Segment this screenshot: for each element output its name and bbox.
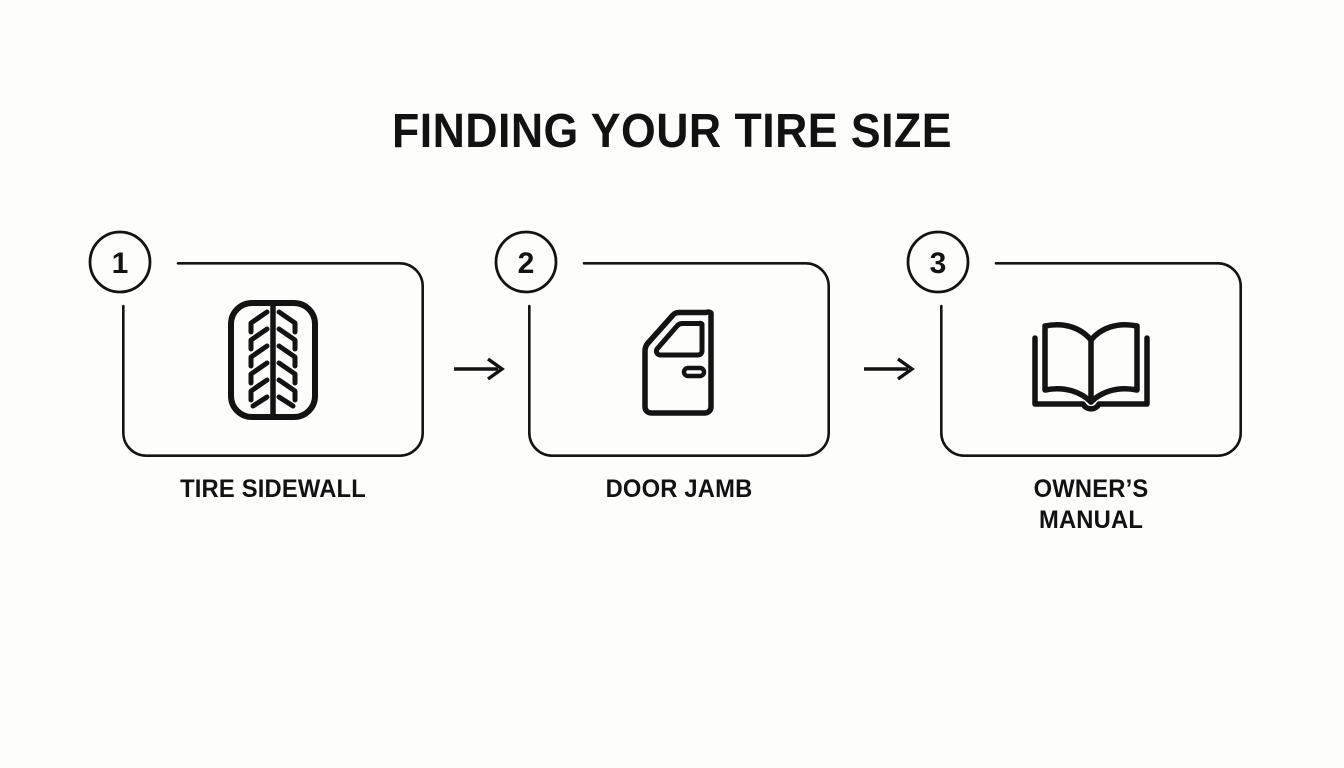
tire-icon xyxy=(228,299,318,420)
connector-arrow-2 xyxy=(862,355,920,383)
card-outline-2 xyxy=(528,261,830,458)
step-number-badge-1: 1 xyxy=(87,229,153,295)
step-number-1: 1 xyxy=(112,247,129,280)
step-label-3: OWNER’S MANUAL xyxy=(948,474,1235,535)
icon-area-1 xyxy=(122,262,424,457)
card-frame-3: 3 xyxy=(906,230,1242,458)
card-frame-2: 2 xyxy=(494,230,830,458)
icon-area-3 xyxy=(940,262,1242,457)
page-title: FINDING YOUR TIRE SIZE xyxy=(391,105,953,158)
card-outline-1 xyxy=(122,261,424,458)
step-label-3-line1: OWNER’S xyxy=(1033,475,1149,503)
card-frame-1: 1 xyxy=(88,230,424,458)
step-card-3[interactable]: 3 xyxy=(906,230,1242,458)
icon-area-2 xyxy=(528,262,830,457)
card-outline-3 xyxy=(940,261,1242,458)
step-number-badge-2: 2 xyxy=(493,229,559,295)
step-card-1[interactable]: 1 xyxy=(88,230,424,458)
step-number-2: 2 xyxy=(518,247,535,280)
car-door-icon xyxy=(642,308,714,416)
step-number-3: 3 xyxy=(930,247,947,280)
connector-arrow-1 xyxy=(452,355,510,383)
step-number-badge-3: 3 xyxy=(905,229,971,295)
step-label-1: TIRE SIDEWALL xyxy=(180,475,366,503)
step-label-2: DOOR JAMB xyxy=(605,475,753,503)
open-book-icon xyxy=(1032,321,1150,412)
step-card-2[interactable]: 2 xyxy=(494,230,830,458)
step-label-3-line2: MANUAL xyxy=(1038,505,1144,534)
